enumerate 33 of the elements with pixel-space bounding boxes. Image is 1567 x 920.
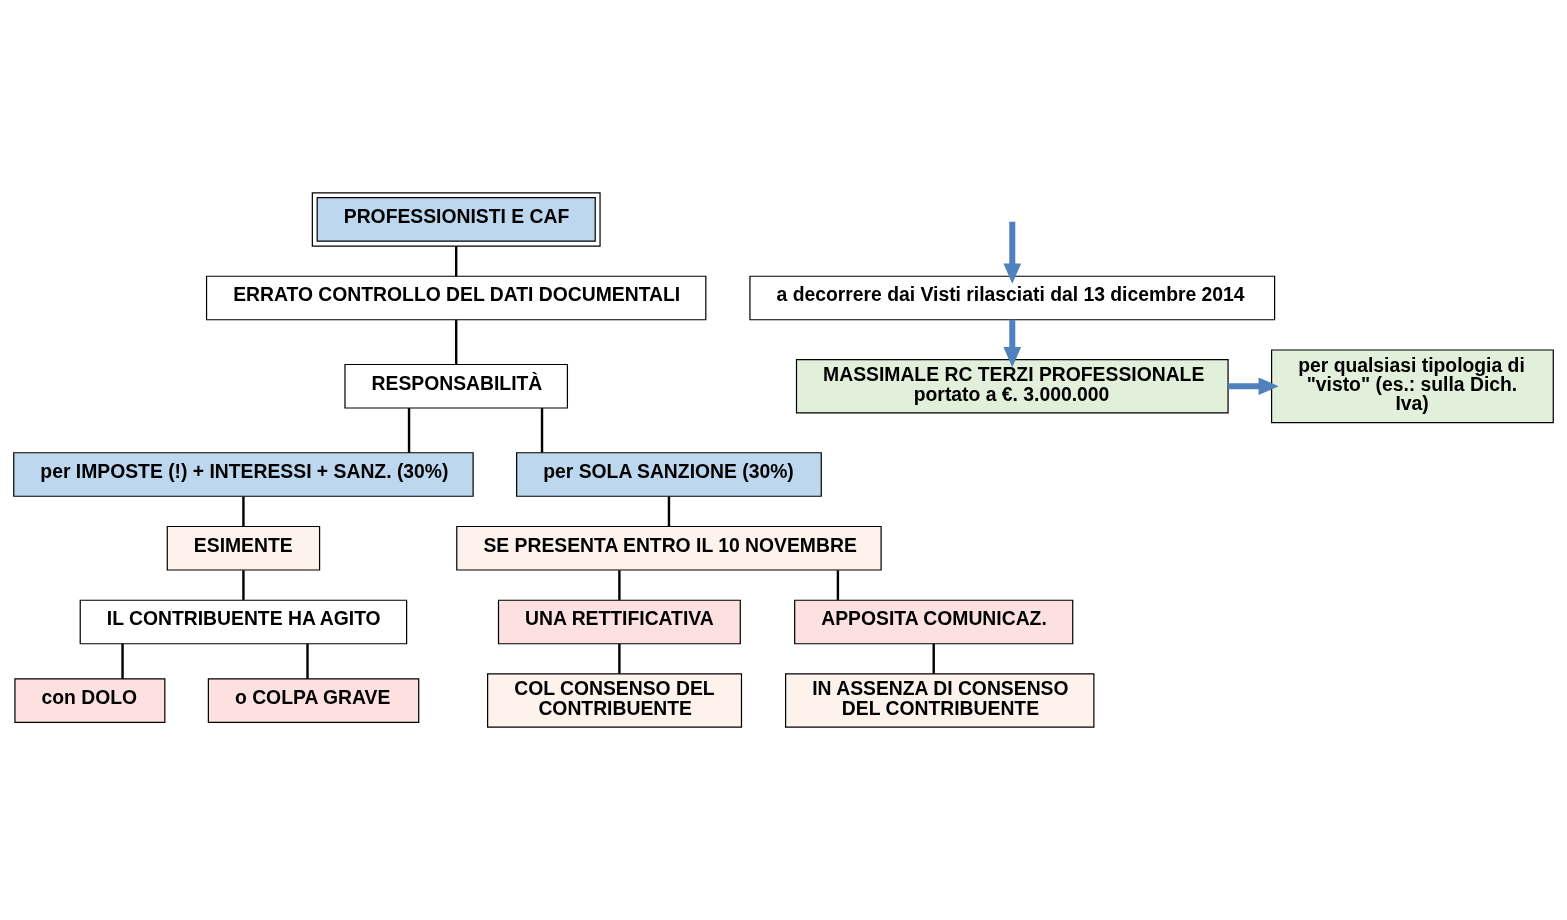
node-box: COL CONSENSO DEL CONTRIBUENTE (487, 673, 743, 728)
arrow (1003, 319, 1022, 368)
connector (618, 643, 621, 674)
connector (242, 570, 245, 600)
connector (455, 319, 458, 365)
node-box: APPOSITA COMUNICAZ. (794, 599, 1074, 645)
node-box: con DOLO (14, 678, 166, 723)
connector (455, 246, 458, 277)
connector (306, 643, 309, 679)
node-box: IN ASSENZA DI CONSENSO DEL CONTRIBUENTE (785, 673, 1095, 728)
arrow (1003, 221, 1022, 284)
connector (618, 570, 621, 600)
node-box: per qualsiasi tipologia di "visto" (es.: sulla Dich. Iva) (1271, 349, 1554, 424)
node-box: RESPONSABILITÀ (344, 363, 568, 409)
node-box: MASSIMALE RC TERZI PROFESSIONALE portato a €. 3.000.000 (795, 359, 1229, 414)
connector (407, 408, 411, 453)
arrow (1228, 377, 1279, 396)
node-box: per SOLA SANZIONE (30%) (516, 452, 822, 497)
connector (932, 643, 935, 674)
node-box: IL CONTRIBUENTE HA AGITO (79, 599, 408, 645)
connector (121, 643, 124, 679)
node-box: per IMPOSTE (!) + INTERESSI + SANZ. (30%) (13, 452, 474, 497)
connector (667, 496, 671, 527)
node-box: ESIMENTE (166, 525, 321, 571)
node-box: o COLPA GRAVE (207, 678, 420, 723)
node-box: PROFESSIONISTI E CAF (311, 192, 601, 247)
connector (242, 496, 245, 527)
node-box: a decorrere dai Visti rilasciati dal 13 dicembre 2014 (749, 275, 1276, 321)
node-box: UNA RETTIFICATIVA (497, 599, 741, 645)
node-box: SE PRESENTA ENTRO IL 10 NOVEMBRE (456, 525, 882, 571)
connector (540, 408, 544, 453)
connector (836, 570, 840, 600)
node-box: ERRATO CONTROLLO DEL DATI DOCUMENTALI (205, 275, 707, 321)
